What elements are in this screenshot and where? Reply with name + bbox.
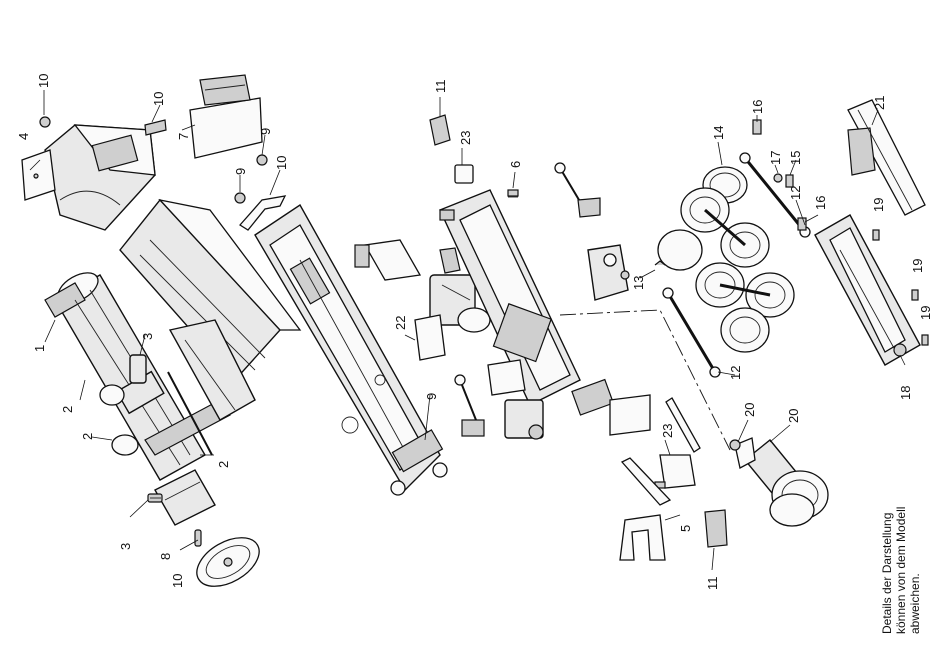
- callout-10a: 10: [36, 74, 51, 88]
- cab-body: [45, 125, 155, 230]
- callout-12b: 12: [728, 366, 743, 380]
- motor-bracket: [415, 315, 445, 360]
- callout-13: 13: [631, 276, 646, 290]
- disclaimer-line-3: abweichen.: [908, 474, 922, 634]
- disclaimer-note: Details der Darstellung können von dem M…: [880, 474, 922, 634]
- callout-9a: 9: [258, 128, 273, 135]
- coal-plate: [190, 75, 262, 158]
- callout-11b: 11: [705, 577, 720, 591]
- screw-19a: [873, 230, 879, 240]
- pickup-11-top: [430, 97, 450, 145]
- screw-16-top: [753, 120, 761, 134]
- callout-7: 7: [176, 133, 191, 140]
- disclaimer-line-2: können von dem Modell: [894, 474, 908, 634]
- callout-3b: 3: [118, 543, 133, 550]
- callout-9c: 9: [424, 393, 439, 400]
- callout-5: 5: [678, 525, 693, 532]
- clip-10: [145, 120, 166, 135]
- disclaimer-line-1: Details der Darstellung: [880, 474, 894, 634]
- screw-19c: [922, 335, 928, 345]
- callout-22: 22: [393, 316, 408, 330]
- callout-19a: 19: [871, 198, 886, 212]
- small-cap-10: [40, 117, 50, 127]
- callout-10b: 10: [151, 92, 166, 106]
- callout-10d: 10: [170, 574, 185, 588]
- callout-23a: 23: [458, 131, 473, 145]
- callout-20a: 20: [742, 403, 757, 417]
- screw-19b: [912, 290, 918, 300]
- callout-21: 21: [872, 96, 887, 110]
- screw-3-lower: [148, 494, 162, 502]
- callout-6: 6: [508, 161, 523, 168]
- coupler-11-lower: [705, 510, 727, 547]
- callout-16a: 16: [750, 100, 765, 114]
- cylinder-block: [588, 245, 629, 300]
- nut-9a: [257, 155, 267, 165]
- callout-12a: 12: [788, 186, 803, 200]
- callout-18: 18: [898, 386, 913, 400]
- callout-11a: 11: [433, 80, 448, 94]
- callout-14: 14: [711, 126, 726, 140]
- screw-6: [508, 190, 518, 197]
- coupler-bracket: [620, 515, 665, 560]
- washer-17: [774, 174, 782, 182]
- wheelsets: [658, 188, 794, 352]
- small-pin: [195, 530, 201, 546]
- callout-3a: 3: [140, 333, 155, 340]
- callout-9b: 9: [233, 168, 248, 175]
- callout-8: 8: [158, 553, 173, 560]
- callout-2a: 2: [60, 406, 75, 413]
- pony-truck: [745, 440, 828, 526]
- cover-plate-21: [848, 100, 925, 215]
- valve-rod-top: [555, 163, 600, 217]
- callout-10c: 10: [274, 156, 289, 170]
- screw-15: [786, 175, 793, 187]
- callout-2b: 2: [80, 433, 95, 440]
- callout-19b: 19: [910, 259, 925, 273]
- callout-4: 4: [16, 133, 31, 140]
- callout-20b: 20: [786, 409, 801, 423]
- callout-23b: 23: [660, 424, 675, 438]
- callout-16b: 16: [813, 196, 828, 210]
- callout-15: 15: [788, 151, 803, 165]
- connector-23-top: [455, 148, 473, 183]
- callout-2c: 2: [216, 461, 231, 468]
- callout-17: 17: [768, 151, 783, 165]
- decoder-plate: [488, 360, 525, 395]
- callout-1: 1: [32, 345, 47, 352]
- clip-near-6: [440, 210, 454, 220]
- nut-9b: [235, 193, 245, 203]
- bottom-plate-18: [815, 215, 920, 365]
- callout-19c: 19: [918, 306, 933, 320]
- spring-clip: [365, 240, 420, 280]
- cab-roof-plate: [22, 150, 55, 200]
